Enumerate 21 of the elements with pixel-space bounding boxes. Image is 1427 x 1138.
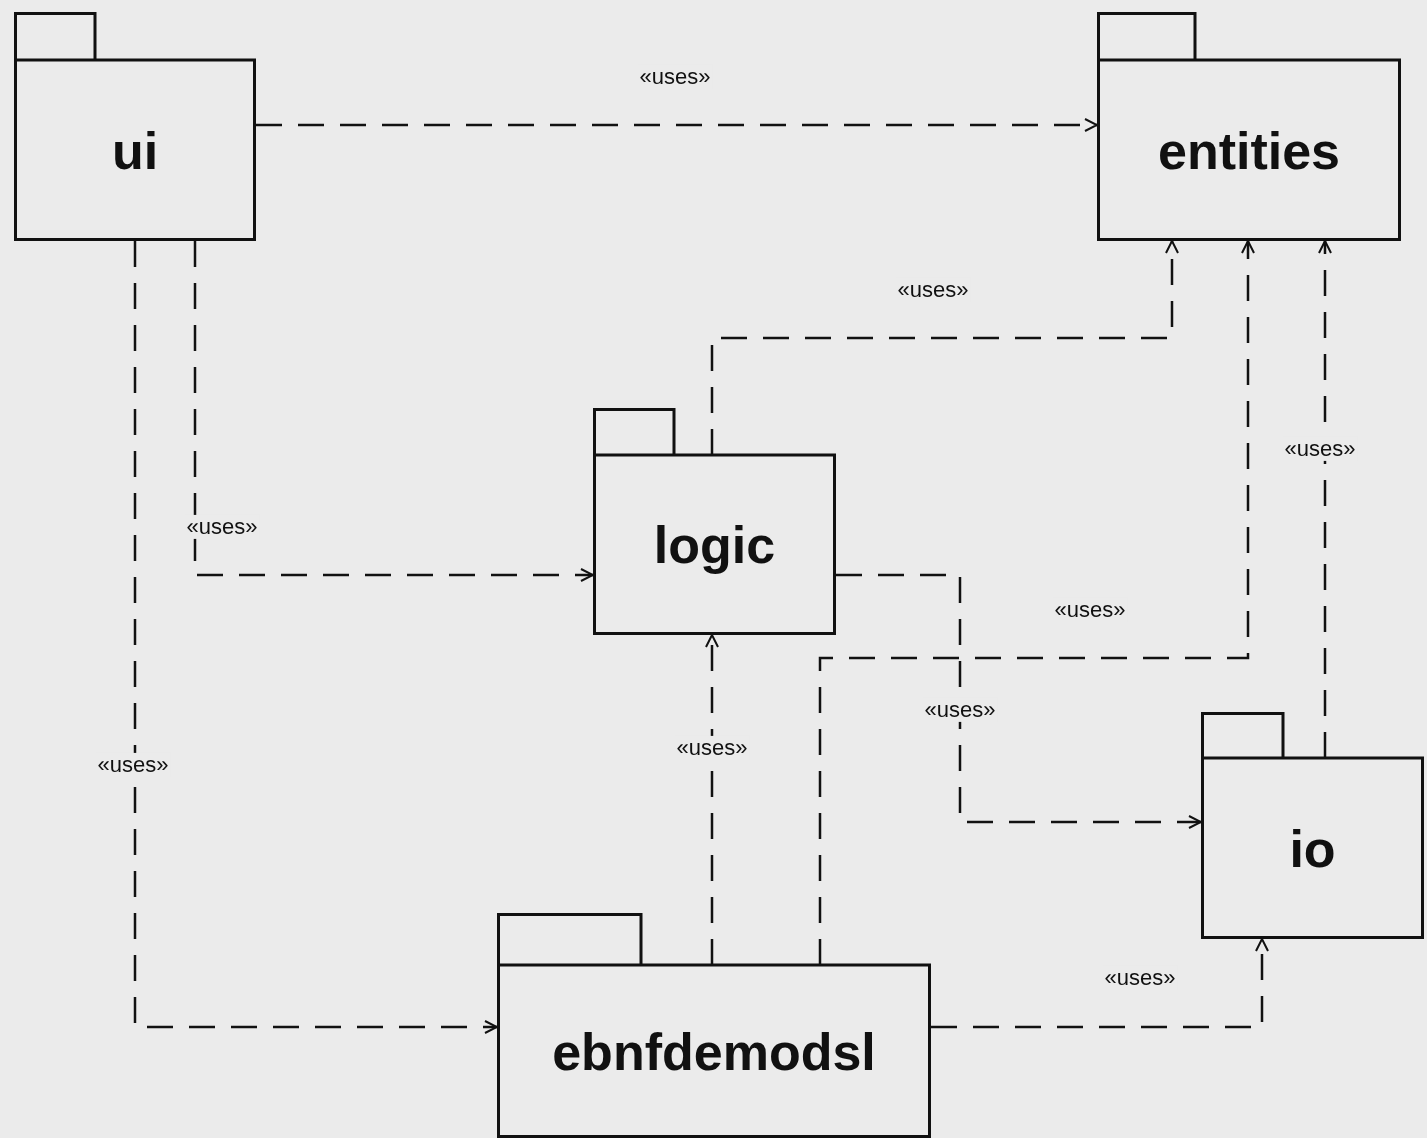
package-name: ebnfdemodsl	[552, 1021, 876, 1082]
package-box	[593, 408, 836, 635]
package-name: entities	[1157, 120, 1341, 181]
package-box	[14, 12, 256, 241]
dependency-arrow	[836, 573, 1202, 829]
dependency-arrow	[133, 241, 498, 1034]
dependency-arrow	[710, 240, 1179, 455]
package-box	[1097, 12, 1401, 241]
dependency-arrow	[818, 240, 1255, 965]
package-name: logic	[653, 515, 776, 575]
dependency-arrow	[256, 118, 1098, 132]
package-box	[1201, 712, 1424, 939]
dependency-arrow	[1318, 240, 1332, 758]
package-name: ui	[111, 120, 159, 181]
dependency-arrow	[931, 938, 1269, 1029]
package-box	[497, 913, 931, 1138]
edge-label: «uses»	[184, 514, 260, 540]
dependency-arrow	[193, 241, 594, 582]
dependency-arrow	[705, 634, 719, 965]
package-name: io	[1289, 818, 1336, 879]
edge-label: «uses»	[1282, 436, 1358, 462]
